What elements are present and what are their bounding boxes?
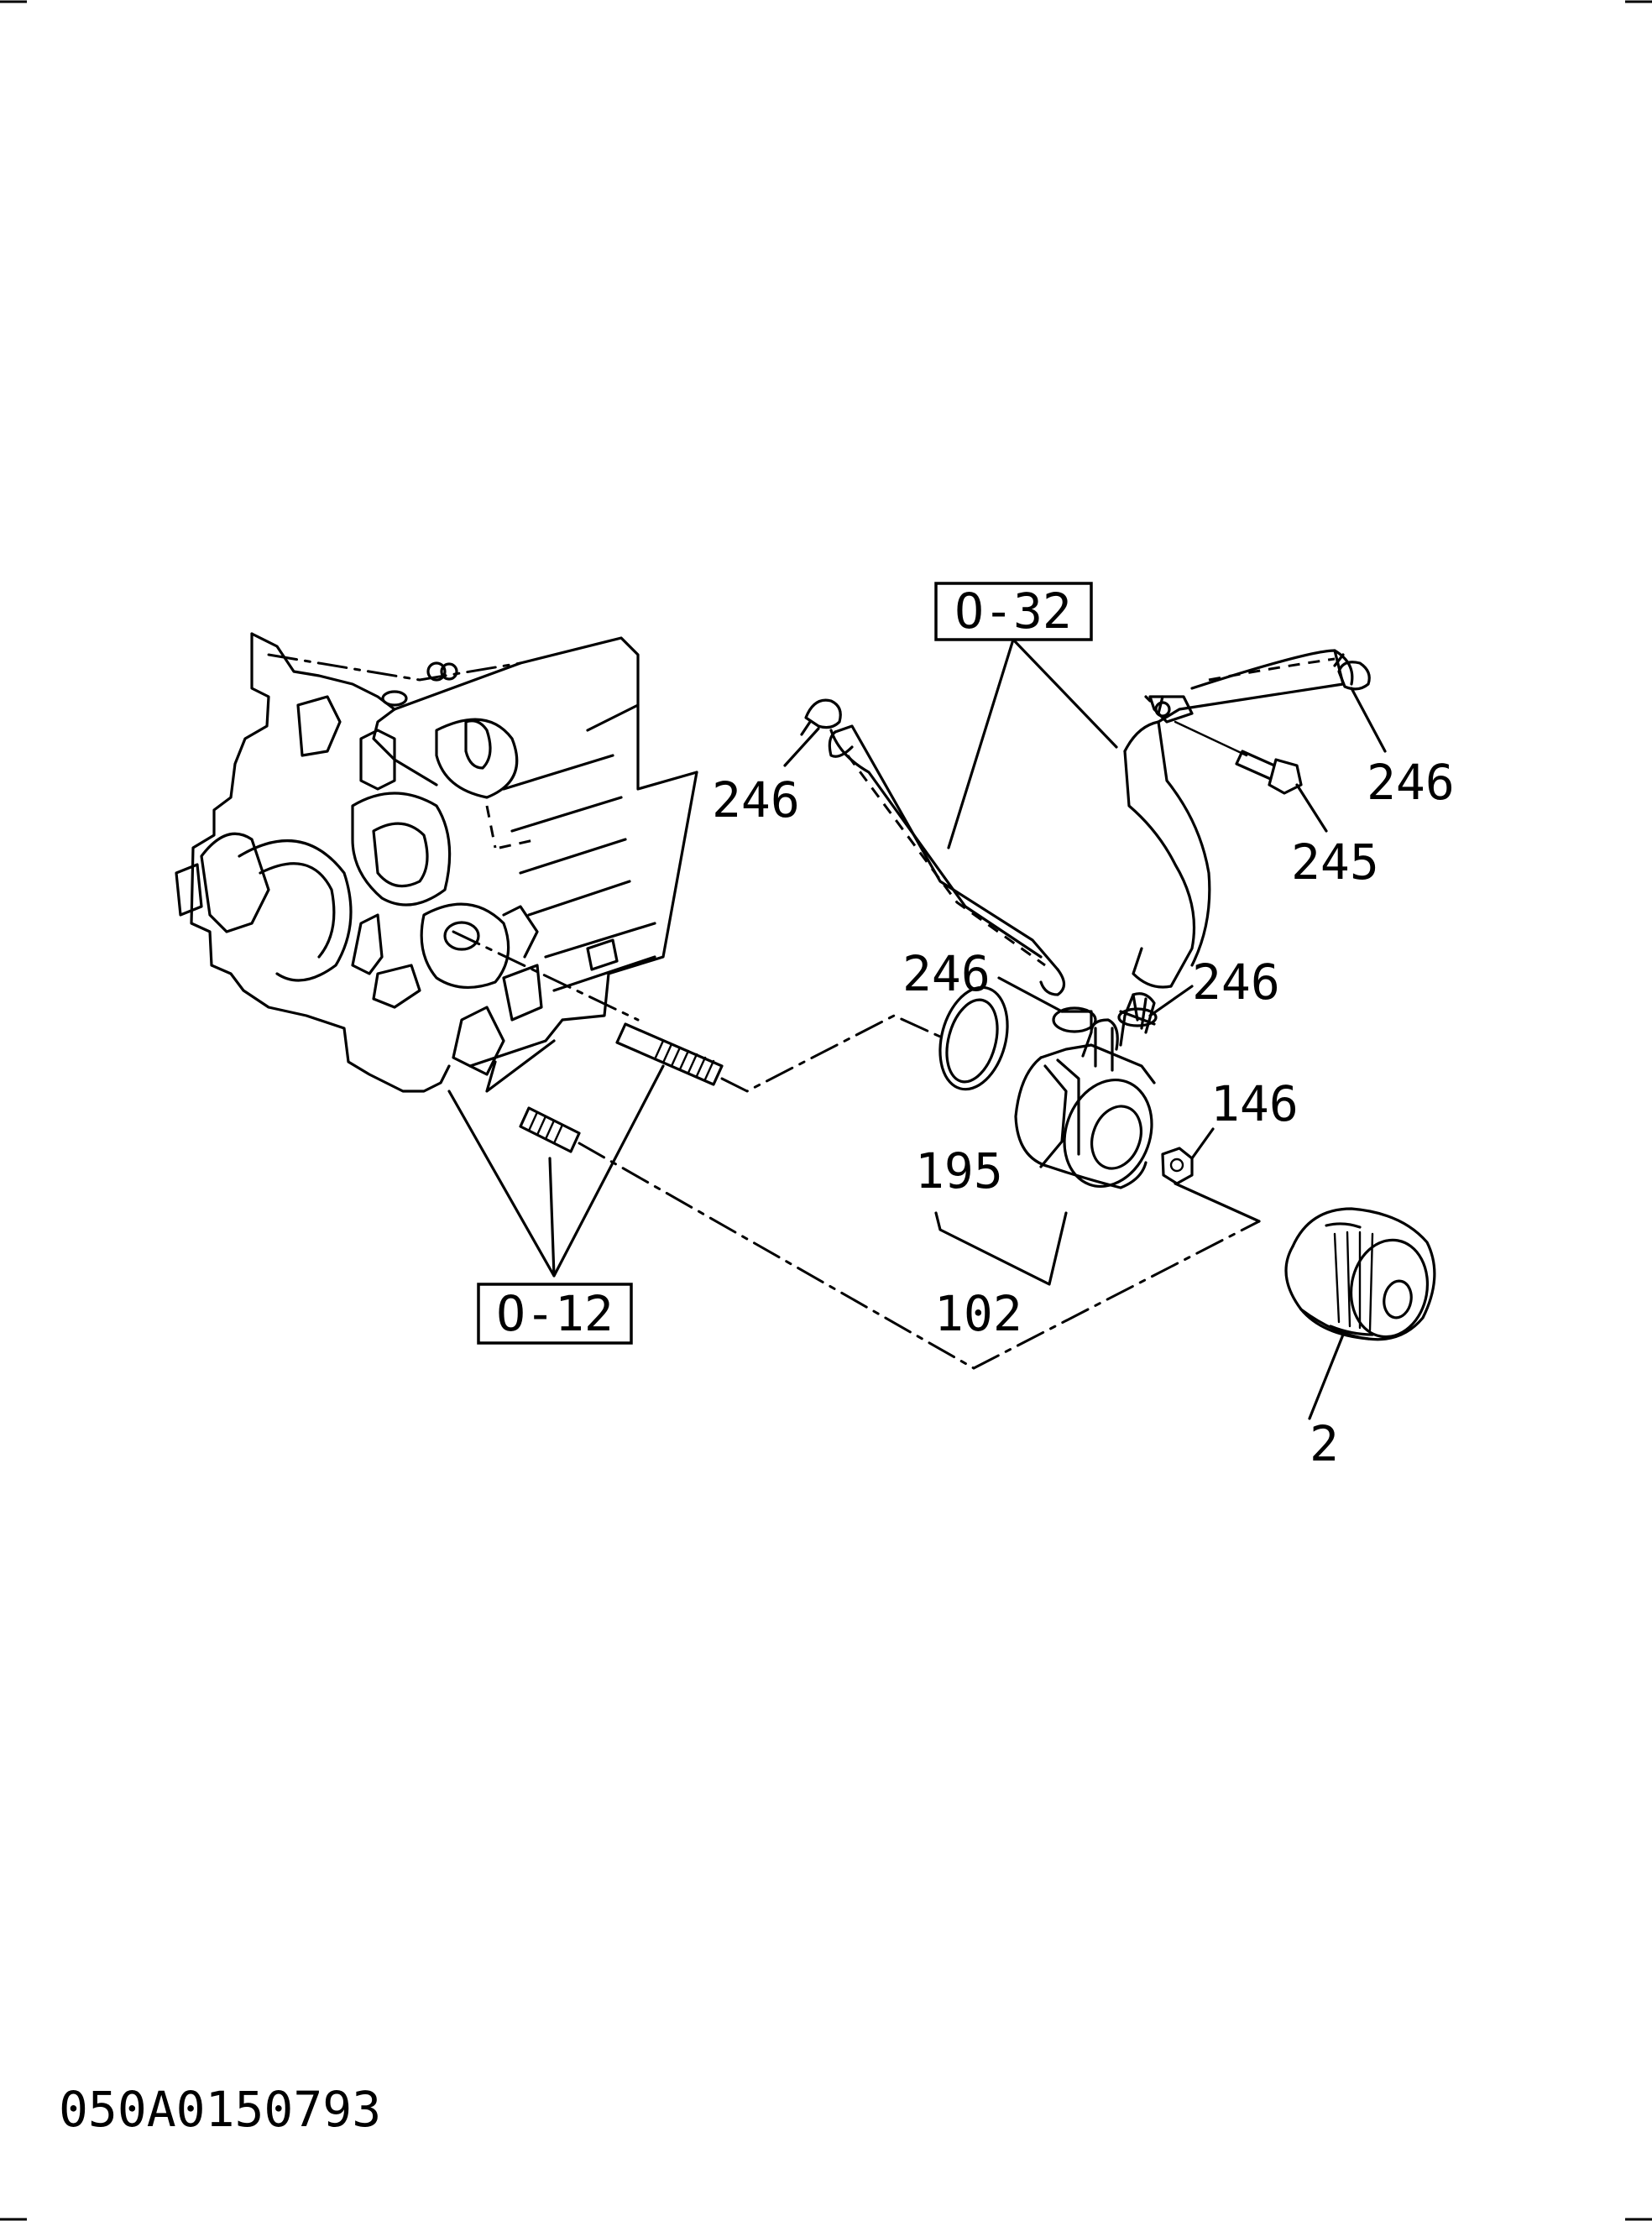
upper-stud: [615, 1022, 724, 1086]
callout-gasket: 195: [915, 1142, 1003, 1199]
callout-bolt: 245: [1291, 834, 1379, 891]
ref-0-12-label: O-12: [496, 1285, 614, 1342]
lower-stud-to-filter-leader: [578, 1142, 1261, 1370]
ref-0-12-leaders: [447, 1039, 665, 1278]
clamp-upper-right: [1333, 653, 1371, 691]
callout-oil-filter: 2: [1310, 1415, 1339, 1472]
engine-to-stud-leader: [452, 930, 640, 1022]
nut-to-filter-leader: [1174, 1182, 1261, 1223]
ref-0-32-label: O-32: [954, 583, 1072, 640]
clamp-mid-left: [1052, 1006, 1097, 1033]
oil-filter: [1284, 1207, 1436, 1341]
left-coolant-hose: [828, 724, 1066, 996]
clamp-upper-left: [800, 698, 842, 736]
callout-oil-cooler-assembly: 102: [934, 1285, 1022, 1342]
bolt-245: [1174, 720, 1303, 795]
ref-box-0-12: O-12: [477, 1283, 633, 1345]
stud-to-gasket-leader: [720, 1014, 942, 1093]
engine-block: [175, 632, 698, 1093]
lower-stud: [519, 1106, 581, 1153]
callout-clamp-mid-right: 246: [1192, 954, 1280, 1011]
nut-146: [1161, 1147, 1194, 1185]
drawing-number: 050A0150793: [59, 2081, 381, 2138]
callout-leaders: [783, 638, 1387, 1420]
callout-clamp-mid-left: 246: [902, 945, 991, 1002]
oil-cooler: [1014, 992, 1156, 1189]
callout-nut: 146: [1210, 1075, 1299, 1132]
ref-box-0-32: O-32: [934, 582, 1093, 641]
callout-hose-clamp-upper-left: 246: [712, 771, 800, 828]
callout-hose-clamp-upper-right: 246: [1367, 754, 1455, 811]
gasket-195: [938, 985, 1009, 1091]
right-coolant-hose: [1123, 649, 1354, 989]
